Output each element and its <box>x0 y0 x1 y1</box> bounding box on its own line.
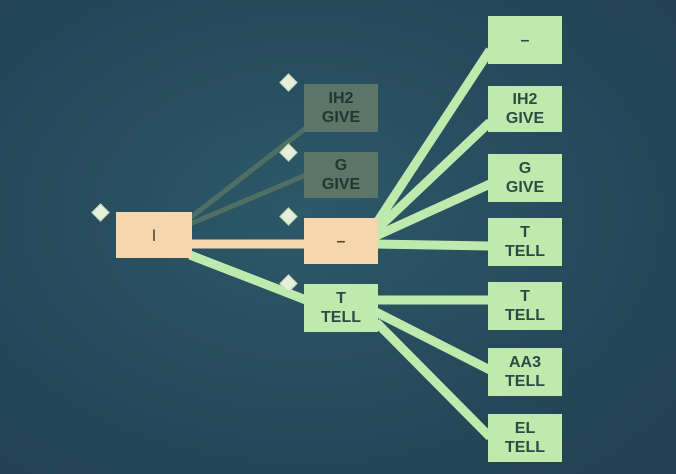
mid-node-tell-t-word: TELL <box>321 309 361 326</box>
link-blank-to-right-2 <box>372 118 494 234</box>
link-tell-to-right-7 <box>372 318 494 441</box>
mid-node-blank-label: – <box>336 232 346 250</box>
right-node-6[interactable]: AA3 TELL <box>488 348 562 396</box>
mid-node-give-g-tag: G <box>334 157 348 174</box>
link-blank-to-right-4 <box>375 239 491 251</box>
right-node-1[interactable]: – <box>488 16 562 64</box>
link-blank-to-right-1 <box>372 47 494 227</box>
right-node-3[interactable]: G GIVE <box>488 154 562 202</box>
link-tell-to-right-6 <box>373 307 493 375</box>
right-node-1-tag: – <box>520 31 530 49</box>
mid-node-give-ih2-tag: IH2 <box>328 90 354 107</box>
right-node-4-tag: T <box>520 224 530 241</box>
right-node-5-word: TELL <box>505 307 545 324</box>
mid-node-blank[interactable]: – <box>304 218 378 264</box>
root-node[interactable]: I <box>116 212 192 258</box>
mid-node-give-ih2-word: GIVE <box>321 109 361 126</box>
link-root-to-give-ih2 <box>188 126 308 220</box>
mid-node-tell-t-tag: T <box>336 290 346 307</box>
right-node-4-word: TELL <box>505 243 545 260</box>
right-node-7-tag: EL <box>514 420 536 437</box>
right-node-5[interactable]: T TELL <box>488 282 562 330</box>
right-node-4[interactable]: T TELL <box>488 218 562 266</box>
mid-node-give-g-word: GIVE <box>321 176 361 193</box>
link-root-to-tell-t <box>188 250 308 305</box>
right-node-2[interactable]: IH2 GIVE <box>488 86 562 132</box>
right-node-2-tag: IH2 <box>512 91 538 108</box>
right-node-2-word: GIVE <box>505 110 545 127</box>
mid-node-tell-t[interactable]: T TELL <box>304 284 378 332</box>
right-node-7[interactable]: EL TELL <box>488 414 562 462</box>
right-node-5-tag: T <box>520 288 530 305</box>
mid-node-give-ih2[interactable]: IH2 GIVE <box>304 84 378 132</box>
right-node-3-tag: G <box>518 160 532 177</box>
right-node-6-tag: AA3 <box>508 354 541 371</box>
link-blank-to-right-3 <box>374 179 492 241</box>
right-node-3-word: GIVE <box>505 179 545 196</box>
mid-node-give-g[interactable]: G GIVE <box>304 152 378 198</box>
link-root-to-give-g <box>189 172 307 227</box>
root-node-label: I <box>151 225 157 245</box>
right-node-6-word: TELL <box>505 373 545 390</box>
right-node-7-word: TELL <box>505 439 545 456</box>
